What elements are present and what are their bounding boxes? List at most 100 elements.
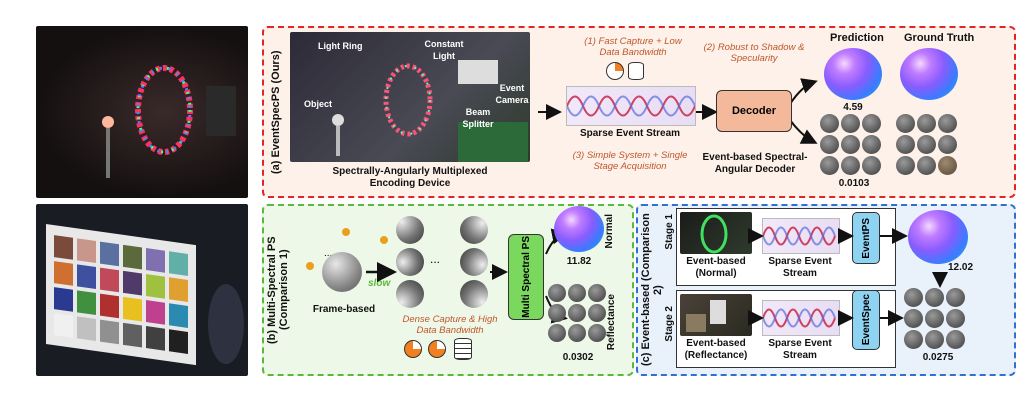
reflectance-swatch	[925, 288, 944, 307]
event-camera-label: Event Camera	[495, 83, 529, 105]
beam-splitter-label: Beam Splitter	[462, 107, 494, 129]
clock-icon-2	[428, 340, 446, 358]
note-fast-capture: (1) Fast Capture + Low Data Bandwidth	[584, 36, 682, 58]
ground-truth-normal-sphere	[900, 48, 958, 100]
device-caption: Spectrally-Angularly Multiplexed Encodin…	[332, 166, 488, 189]
reflectance-swatch	[917, 114, 936, 133]
reflectance-swatch	[841, 135, 860, 154]
frame-sphere	[396, 216, 424, 244]
event-stream-c1-art	[762, 226, 836, 246]
checker-patch	[169, 303, 188, 328]
reflectance-swatch	[820, 114, 839, 133]
normal-label-b: Normal	[604, 214, 615, 249]
event-stream-c2-art	[762, 308, 836, 328]
frame-sphere	[460, 248, 488, 276]
reflectance-error-a: 0.0103	[838, 178, 870, 189]
normal-error-c: 12.02	[948, 262, 974, 273]
checker-patch	[123, 270, 142, 296]
checker-patch	[54, 313, 73, 338]
frame-grid-dots: ...	[430, 252, 441, 266]
event-stream-c2	[762, 300, 840, 336]
predicted-reflectance-grid	[820, 114, 886, 176]
light-ring-photo-art	[102, 65, 236, 178]
multi-spectral-ps-button[interactable]: Multi Spectral PS	[508, 234, 544, 320]
sparse-event-stream-label-a: Sparse Event Stream	[579, 128, 681, 139]
checker-patch	[123, 322, 142, 348]
note-simple-system: (3) Simple System + Single Stage Acquisi…	[572, 150, 688, 172]
checker-patch	[146, 300, 165, 325]
reflectance-swatch	[588, 324, 606, 342]
event-stream-c1	[762, 218, 840, 254]
slow-label: slow	[368, 278, 391, 289]
reflectance-swatch	[568, 304, 586, 322]
multi-spectral-ps-label: Multi Spectral PS	[520, 236, 532, 318]
checker-patch	[100, 267, 119, 293]
light-ring-photo	[36, 26, 248, 198]
database-icon-b	[454, 338, 472, 360]
panel-c-arrows	[748, 228, 948, 326]
checker-patch	[54, 261, 73, 286]
encoding-device-photo	[290, 32, 530, 162]
note-robust: (2) Robust to Shadow & Specularity	[703, 42, 805, 64]
checker-patch	[123, 296, 142, 322]
sparse-event-stream-label-c2: Sparse Event Stream	[768, 338, 832, 361]
reflectance-swatch	[548, 324, 566, 342]
checker-patch	[100, 241, 119, 267]
checker-patch	[123, 244, 142, 270]
normal-error-b: 11.82	[566, 256, 592, 267]
event-stream-a	[566, 86, 696, 126]
reflectance-swatch	[548, 304, 566, 322]
checker-patch	[146, 326, 165, 351]
reflectance-swatch	[896, 135, 915, 154]
event-camera-reflectance-art	[686, 300, 726, 332]
object-label: Object	[304, 99, 333, 109]
prediction-label: Prediction	[830, 32, 884, 44]
checker-patch	[146, 248, 165, 273]
checker-patch	[54, 287, 73, 312]
reflectance-swatch	[841, 114, 860, 133]
reflectance-swatch	[904, 330, 923, 349]
event-based-reflectance-label: Event-based (Reflectance)	[684, 338, 748, 361]
reflectance-swatch	[938, 135, 957, 154]
checker-patch	[77, 264, 96, 290]
light-sources: ...	[306, 228, 388, 270]
constant-light-label: Constant Light	[424, 39, 464, 61]
reflectance-swatch	[568, 284, 586, 302]
event-camera-normal-art	[700, 214, 728, 254]
checker-patch	[169, 251, 188, 276]
reflectance-swatch	[862, 135, 881, 154]
event-camera-normal-photo	[680, 212, 752, 254]
reflectance-swatch	[548, 284, 566, 302]
light-ring-label: Light Ring	[318, 41, 363, 51]
ms-normal-sphere	[554, 206, 604, 252]
event-based-normal-label: Event-based (Normal)	[686, 256, 746, 279]
dots-b: ...	[324, 248, 332, 259]
frame-based-sphere	[322, 252, 362, 292]
reflectance-error-b: 0.0302	[562, 352, 594, 363]
checker-patch	[77, 316, 96, 342]
normal-error-a: 4.59	[843, 102, 863, 113]
ms-reflectance-grid	[548, 284, 608, 346]
decoder-button[interactable]: Decoder	[716, 90, 792, 132]
reflectance-swatch	[904, 309, 923, 328]
checker-patch	[100, 293, 119, 319]
checker-patch	[169, 329, 188, 354]
frame-grid: ...	[396, 216, 488, 308]
reflectance-swatch	[925, 309, 944, 328]
clock-icon-1	[404, 340, 422, 358]
reflectance-swatch	[896, 156, 915, 175]
event-stream-a-art	[566, 95, 696, 117]
frame-based-label: Frame-based	[312, 304, 376, 315]
reflectance-swatch	[588, 304, 606, 322]
sparse-event-stream-label-c1: Sparse Event Stream	[768, 256, 832, 279]
reflectance-swatch	[862, 156, 881, 175]
eventps-normal-sphere	[908, 210, 968, 264]
frame-sphere	[396, 248, 424, 276]
checker-patch	[77, 290, 96, 316]
reflectance-swatch	[938, 114, 957, 133]
reflectance-label-b: Reflectance	[606, 294, 617, 351]
color-checker-photo	[36, 204, 248, 376]
database-icon	[628, 62, 644, 80]
checker-patch	[77, 238, 96, 264]
note-dense-capture: Dense Capture & High Data Bandwidth	[402, 314, 498, 336]
